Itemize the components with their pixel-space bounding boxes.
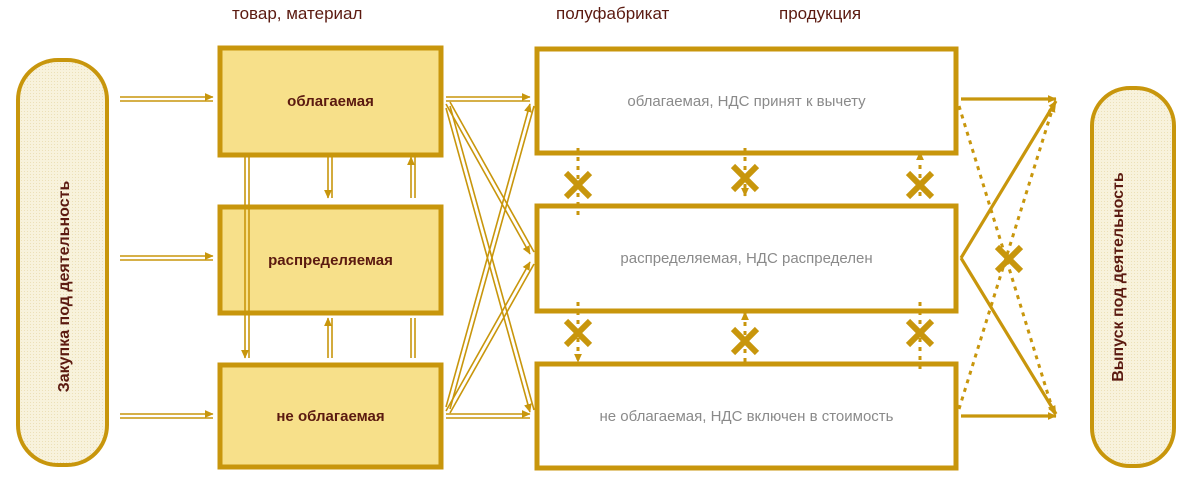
box-vat-deducted (534, 46, 959, 156)
box-vat-in-cost (534, 361, 959, 471)
x-marker-7 (994, 244, 1024, 274)
purchase-capsule (16, 58, 109, 467)
box-vat-distributed (534, 203, 959, 314)
release-capsule (1090, 86, 1176, 468)
blocked-markers (563, 163, 1024, 356)
column-header-goods: товар, материал (232, 4, 363, 23)
column-header-semifinished: полуфабрикат (556, 4, 670, 23)
flow-capsule-to-boxes (120, 93, 214, 419)
column-header-product: продукция (779, 4, 862, 23)
x-marker-2 (730, 163, 760, 193)
x-marker-4 (563, 318, 593, 348)
flow-left-to-right-boxes (445, 93, 535, 419)
x-marker-1 (563, 170, 593, 200)
box-taxable (217, 45, 444, 158)
box-distributed (217, 204, 444, 316)
x-marker-6 (905, 318, 935, 348)
x-marker-3 (905, 170, 935, 200)
box-non-taxable (217, 362, 444, 470)
flow-right-to-capsule-solid (959, 95, 1058, 420)
flow-internal-left-column (241, 156, 416, 359)
x-marker-5 (730, 326, 760, 356)
